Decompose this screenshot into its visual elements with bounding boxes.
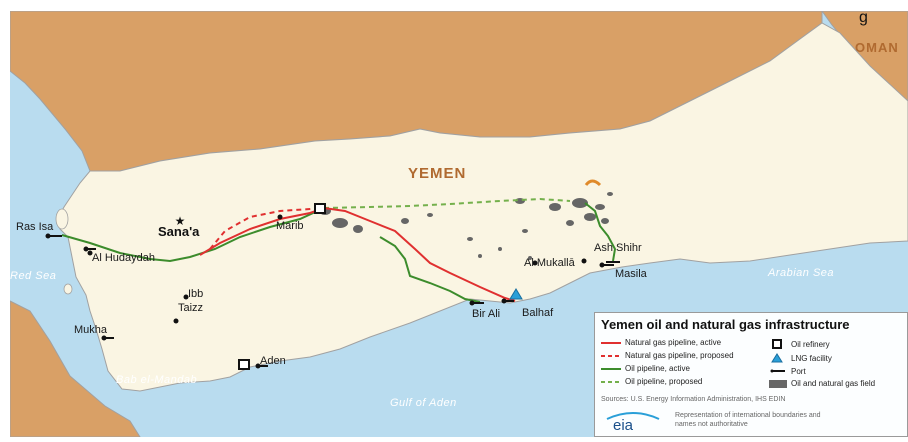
capital-star-icon: ★ <box>175 214 186 228</box>
map-canvas: ★ YEMEN OMAN g Sana'a Ras Isa Al Hudayda… <box>9 9 908 438</box>
gas-pipeline-proposed <box>209 207 325 250</box>
legend-gas-proposed-swatch <box>601 355 621 357</box>
legend-oil-active-swatch <box>601 368 621 370</box>
oil-pipeline-proposed <box>323 197 571 209</box>
legend-field-swatch <box>769 380 787 388</box>
legend-port-label: Port <box>791 367 806 376</box>
legend-gas-proposed-label: Natural gas pipeline, proposed <box>625 351 734 360</box>
refinery-aden-icon <box>238 359 250 370</box>
eia-logo: eia <box>606 412 660 433</box>
legend-gas-active-swatch <box>601 342 621 344</box>
yemen-landmass <box>57 22 908 392</box>
legend-note: Representation of international boundari… <box>675 412 821 428</box>
legend-gas-active-label: Natural gas pipeline, active <box>625 338 722 347</box>
city-label-sanaa: Sana'a <box>158 224 200 239</box>
sea-label-red-sea: Red Sea <box>10 270 56 282</box>
city-label-mukha: Mukha <box>74 324 108 336</box>
city-label-ash-shihr: Ash Shihr <box>594 242 642 254</box>
legend-refinery-label: Oil refinery <box>791 340 830 349</box>
small-island <box>63 283 73 295</box>
gas-pipeline-active <box>199 206 516 302</box>
city-label-bab-el-mandab: Bab el-Mandab <box>116 374 197 386</box>
city-label-bir-ali: Bir Ali <box>472 308 500 320</box>
sea-label-gulf-of-aden: Gulf of Aden <box>390 397 457 409</box>
neighbor-label: OMAN <box>855 40 899 55</box>
city-label-masila: Masila <box>615 268 648 280</box>
city-label-al-mukalla: Al Mukallā <box>524 257 576 269</box>
sea-label-arabian-sea: Arabian Sea <box>767 267 834 279</box>
field-marker-icon <box>584 179 602 187</box>
lng-balhaf-icon <box>509 288 523 300</box>
svg-text:eia: eia <box>613 417 634 433</box>
city-label-ibb: Ibb <box>188 288 203 300</box>
top-strip <box>0 0 908 11</box>
port-icons <box>45 233 620 369</box>
legend-refinery-icon <box>772 339 782 349</box>
top-cut-letter: g <box>859 11 868 26</box>
city-label-marib: Marib <box>276 220 304 232</box>
legend-oil-active-label: Oil pipeline, active <box>625 364 690 373</box>
city-label-al-hudaydah: Al Hudaydah <box>92 252 155 264</box>
city-label-balhaf: Balhaf <box>522 307 554 319</box>
legend-title: Yemen oil and natural gas infrastructure <box>601 317 850 332</box>
oil-pipeline-active-masila <box>584 202 617 262</box>
city-dots <box>87 214 587 324</box>
refinery-marib-icon <box>314 203 326 214</box>
kamaran-island <box>55 208 69 230</box>
legend-port-icon <box>770 369 785 373</box>
city-label-aden: Aden <box>260 355 286 367</box>
legend-lng-label: LNG facility <box>791 354 832 363</box>
city-label-taizz: Taizz <box>178 302 203 314</box>
legend-oil-proposed-label: Oil pipeline, proposed <box>625 377 703 386</box>
legend-oil-proposed-swatch <box>601 381 621 383</box>
map-frame: ★ YEMEN OMAN g Sana'a Ras Isa Al Hudayda… <box>9 9 908 438</box>
legend-sources: Sources: U.S. Energy Information Adminis… <box>601 396 786 403</box>
country-label: YEMEN <box>408 165 466 182</box>
oil-pipeline-active-bir-ali <box>379 236 481 303</box>
legend-panel: Yemen oil and natural gas infrastructure… <box>594 312 908 437</box>
legend-lng-icon <box>771 353 783 363</box>
city-label-ras-isa: Ras Isa <box>16 221 54 233</box>
oil-pipeline-active-ras-isa <box>61 207 325 263</box>
legend-field-label: Oil and natural gas field <box>791 379 876 388</box>
